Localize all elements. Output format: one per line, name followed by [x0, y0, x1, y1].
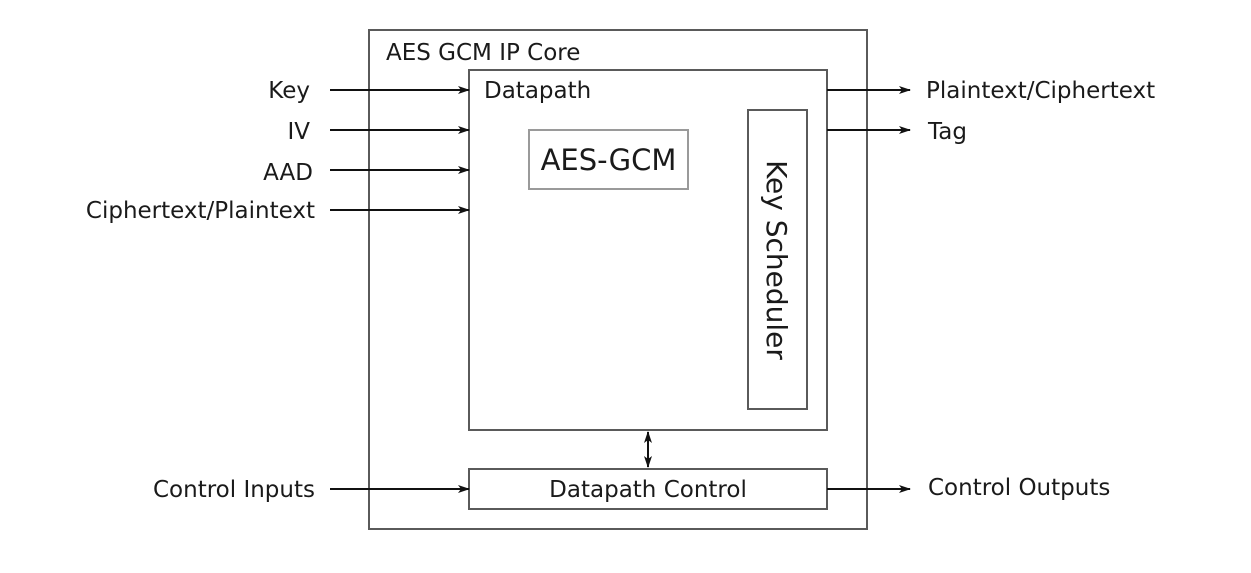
control-inputs-label: Control Inputs — [153, 477, 315, 503]
key-input-label: Key — [268, 78, 310, 104]
ip-core-title: AES GCM IP Core — [386, 40, 580, 66]
key-scheduler-block — [747, 109, 808, 410]
tag-output-label: Tag — [927, 119, 967, 145]
datapath-control-block — [468, 468, 828, 510]
key-scheduler-label: Key Scheduler — [760, 160, 793, 360]
aes-gcm-label: AES-GCM — [541, 143, 677, 177]
aad-input-label: AAD — [263, 160, 313, 186]
aes-gcm-block — [528, 129, 689, 190]
ciphertext-input-label: Ciphertext/Plaintext — [86, 198, 315, 224]
datapath-title: Datapath — [484, 78, 591, 104]
plaintext-output-label: Plaintext/Ciphertext — [926, 78, 1155, 104]
control-outputs-label: Control Outputs — [928, 475, 1110, 501]
iv-input-label: IV — [287, 119, 310, 145]
datapath-control-label: Datapath Control — [549, 477, 747, 503]
